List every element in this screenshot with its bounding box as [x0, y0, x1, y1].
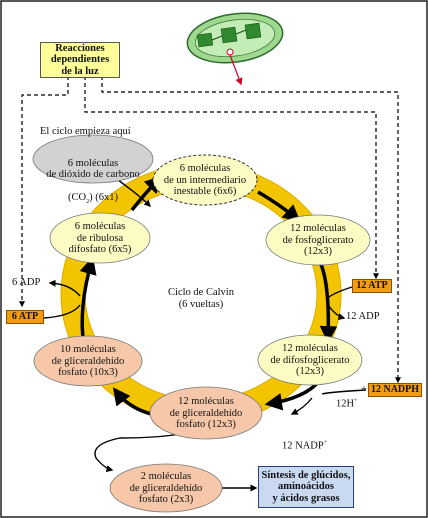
co2-formula-open: (CO — [68, 192, 87, 203]
arrow-6adp-out — [48, 279, 81, 297]
arrow-6atp-in — [43, 304, 81, 319]
dashed-to-12atp — [84, 76, 379, 280]
center-text: Ciclo de Calvin (6 vueltas) — [168, 287, 234, 310]
arrow-nadph-in — [321, 389, 367, 395]
h-charge: + — [354, 397, 358, 404]
dashed-to-12nadph — [101, 76, 401, 384]
arrow-g3p-output — [94, 429, 201, 473]
cycle-start-label: El ciclo empieza aquí — [40, 126, 131, 137]
dpga-text: 12 moléculas de difosfoglicerato (12x3) — [270, 343, 350, 377]
light-reactions-box: Reacciones dependientes de la luz — [40, 42, 120, 78]
h-12-label: 12H+ — [336, 384, 370, 410]
nadph-12-box: 12 NADPH — [368, 383, 422, 397]
g3p-left-text: 10 moléculas de gliceraldehído fosfato (… — [51, 344, 125, 378]
adp-12-label: 12 ADP — [346, 311, 380, 322]
h-12-text: 12H — [336, 398, 355, 409]
co2-formula-close: ) (6x1) — [89, 192, 118, 203]
nadp-12-label: 12 NADP+ — [282, 426, 342, 452]
g3p-out-text: 2 moléculas de gliceraldehído fosfato (2… — [129, 471, 203, 505]
chloroplast-icon — [186, 12, 284, 86]
arrow-12adp-out — [327, 304, 346, 321]
dashed-to-6atp — [19, 76, 69, 308]
arrow-12atp-in — [325, 286, 353, 301]
node-dpga — [257, 334, 363, 386]
synthesis-box: Síntesis de glúcidos, aminoácidos y ácid… — [258, 466, 354, 508]
atp-12-box: 12 ATP — [352, 279, 392, 293]
co2-text: 6 moléculas de dióxido de carbono (CO2) … — [33, 146, 153, 209]
node-pga — [265, 214, 371, 266]
nadp-charge: + — [323, 439, 328, 446]
co2-text-main: 6 moléculas de dióxido de carbono — [46, 157, 140, 181]
g3p-bottom-text: 12 moléculas de gliceraldehído fosfato (… — [169, 396, 243, 430]
nadp-12-text: 12 NADP — [282, 440, 324, 451]
atp-6-box: 6 ATP — [6, 310, 44, 324]
node-ribulose — [49, 212, 151, 264]
pga-text: 12 moléculas de fosfoglicerato (12x3) — [282, 223, 354, 257]
node-co2 — [32, 134, 154, 184]
node-g3p-left — [33, 335, 143, 387]
co2-subscript: 2 — [86, 199, 90, 206]
adp-6-label: 6 ADP — [12, 277, 41, 288]
node-g3p-out — [109, 463, 223, 513]
node-intermediate — [152, 154, 258, 206]
arrow-pga-to-dpga — [318, 261, 338, 344]
arrow-co2-input — [117, 179, 151, 207]
node-g3p-bottom — [149, 386, 263, 440]
arrow-nadp-out — [290, 397, 313, 415]
plus-sign: + — [361, 384, 367, 395]
intermediate-text: 6 moléculas de un intermediario inestabl… — [163, 163, 247, 197]
ribulose-text: 6 moléculas de ribulosa difosfato (6x5) — [68, 221, 132, 255]
